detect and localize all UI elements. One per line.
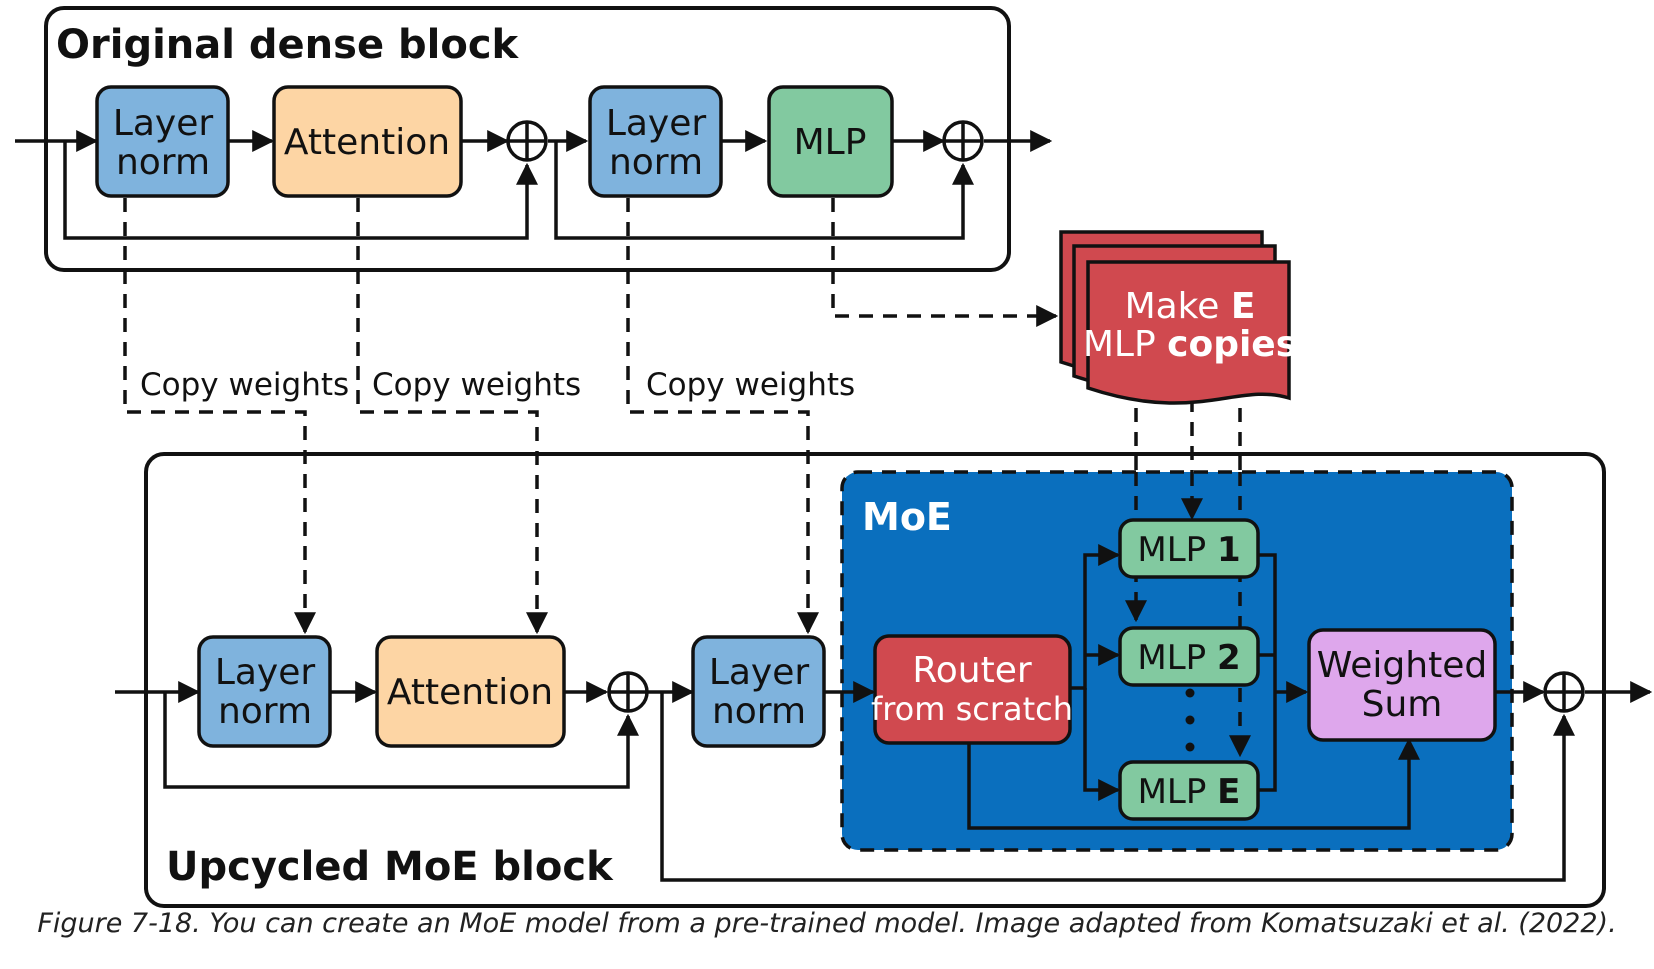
dense-attention: Attention [272, 85, 463, 198]
dense-flow-lines [15, 130, 1053, 240]
copy-weights-label-1: Copy weights [140, 367, 349, 403]
svg-text:norm: norm [712, 691, 806, 732]
svg-text:MLP: MLP [794, 122, 867, 163]
upcycled-attention: Attention [375, 635, 566, 748]
svg-text:Attention: Attention [387, 672, 553, 713]
svg-text:Layer: Layer [606, 103, 707, 144]
figure-caption: Figure 7-18. You can create an MoE model… [37, 908, 1617, 939]
dense-block-title: Original dense block [56, 22, 520, 68]
dense-mlp: MLP [767, 85, 894, 198]
svg-text:norm: norm [609, 142, 703, 183]
svg-text:MLP 2: MLP 2 [1137, 638, 1240, 678]
moe-title: MoE [862, 495, 952, 539]
svg-text:Layer: Layer [215, 652, 316, 693]
upcycled-block-frame [144, 452, 1606, 908]
svg-text:Router: Router [912, 650, 1032, 691]
make-copies-stack: Make E MLP copies [1059, 230, 1297, 405]
svg-text:Layer: Layer [709, 652, 810, 693]
expert-mlp-1: MLP 1 [1118, 518, 1260, 579]
dense-add-1 [506, 120, 548, 162]
weighted-sum-node: Weighted Sum [1307, 628, 1497, 742]
svg-text:MLP copies: MLP copies [1083, 324, 1297, 365]
upcycled-add-1 [607, 671, 649, 713]
upcycled-block-title: Upcycled MoE block [166, 844, 614, 890]
svg-text:norm: norm [218, 691, 312, 732]
svg-text:Weighted: Weighted [1317, 645, 1487, 686]
copy-weights-label-3: Copy weights [646, 367, 855, 403]
expert-mlp-2: MLP 2 [1118, 626, 1260, 687]
upcycled-flow-lines [115, 544, 1653, 882]
svg-text:from scratch: from scratch [871, 690, 1073, 728]
svg-text:Attention: Attention [284, 122, 450, 163]
svg-text:MLP E: MLP E [1138, 772, 1241, 812]
expert-mlp-e: MLP E [1118, 760, 1260, 821]
copy-weights-label-2: Copy weights [372, 367, 581, 403]
svg-text:norm: norm [116, 142, 210, 183]
svg-text:Sum: Sum [1362, 684, 1443, 725]
svg-text:Make E: Make E [1125, 286, 1256, 327]
dense-layer-norm-2: Layer norm [588, 85, 723, 198]
expert-ellipsis [1185, 688, 1195, 752]
svg-text:Layer: Layer [113, 103, 214, 144]
dense-add-2 [942, 120, 984, 162]
dense-block-frame [44, 6, 1011, 272]
router-node: Router from scratch [871, 634, 1073, 745]
upcycled-add-2 [1543, 671, 1585, 713]
upcycled-layer-norm-2: Layer norm [691, 635, 826, 748]
dense-layer-norm-1: Layer norm [95, 85, 230, 198]
svg-text:MLP 1: MLP 1 [1137, 530, 1240, 570]
upcycled-layer-norm-1: Layer norm [197, 635, 332, 748]
